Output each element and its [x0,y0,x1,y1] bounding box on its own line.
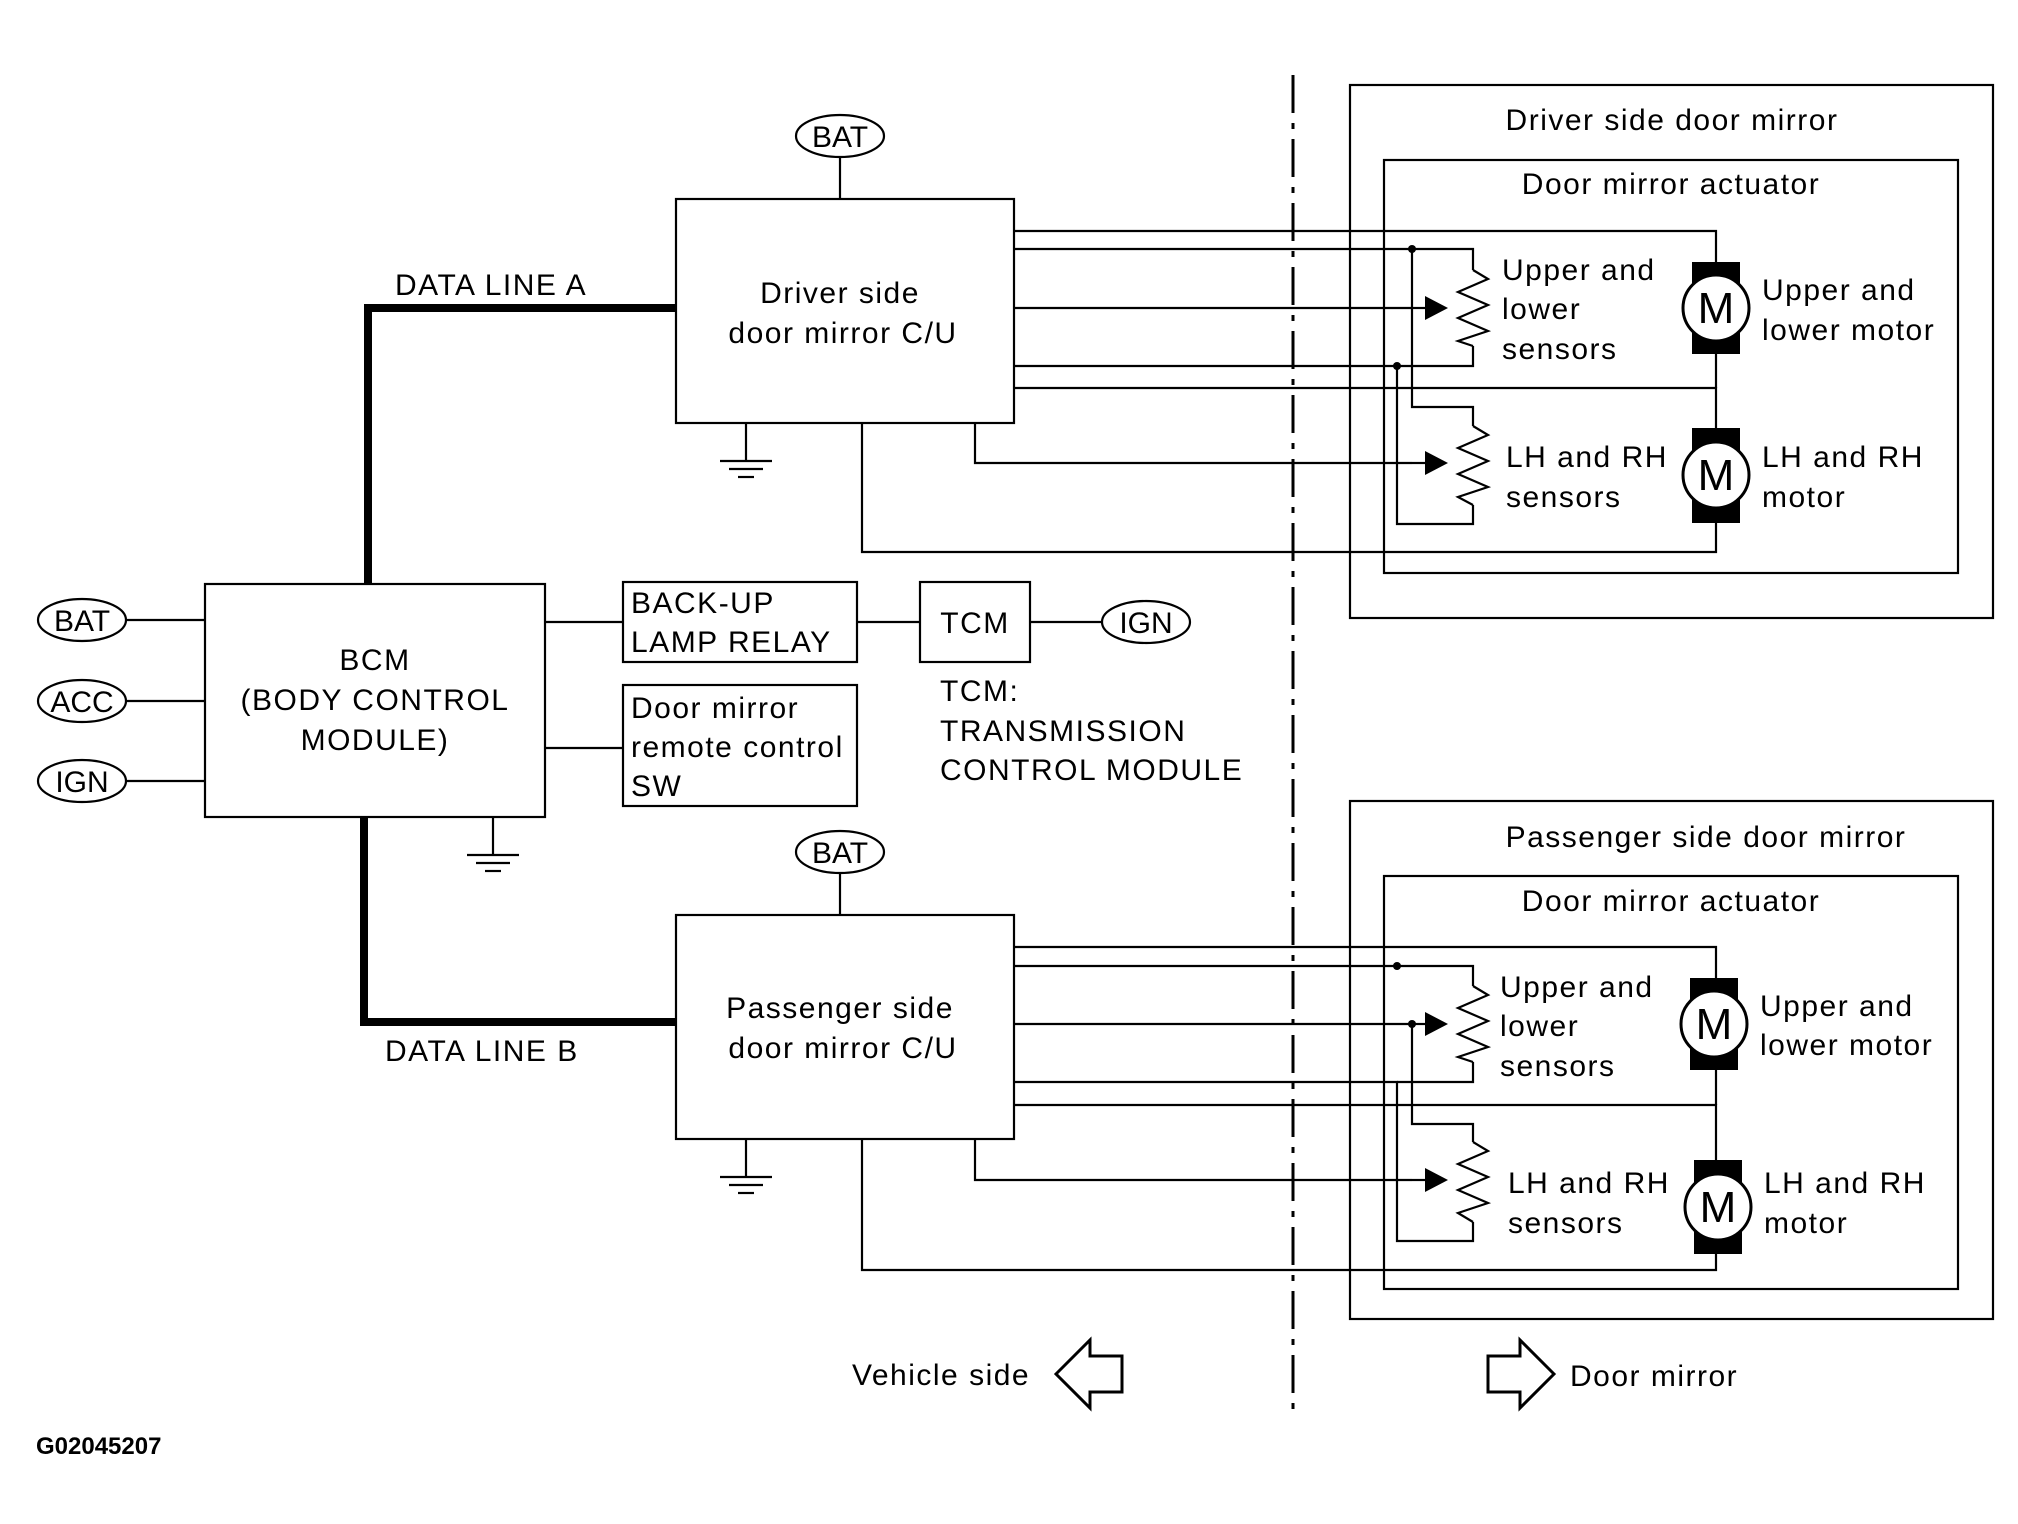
door-mirror-arrow-icon [1486,1336,1557,1412]
driver-lr-sensor-label-2: sensors [1506,481,1622,514]
tcm-label: TCM [940,607,1009,640]
bcm-ign-terminal [36,758,128,804]
passenger-ud-sensor-symbol [1412,985,1492,1064]
tcm-box [918,580,1032,664]
driver-ud-motor-label-1: Upper and [1762,274,1916,307]
data-line-b-label: DATA LINE B [385,1035,579,1068]
passenger-mirror-title: Passenger side door mirror [1506,821,1907,854]
bcm-ign-label: IGN [55,766,108,799]
passenger-lr-sensor-symbol [1412,1141,1492,1223]
passenger-lr-motor-label-1: LH and RH [1764,1167,1926,1200]
tcm-ign-label: IGN [1119,607,1172,640]
driver-cu-box [674,197,1016,425]
passenger-ud-motor-symbol: M [1679,978,1749,1070]
tcm-note-2: TRANSMISSION [940,715,1186,748]
driver-bat-label: BAT [812,121,868,154]
svg-text:M: M [1698,451,1735,500]
backup-lamp-relay-label-2: LAMP RELAY [631,626,832,659]
driver-cu-label-1: Driver side [760,277,920,310]
passenger-ud-sensor-label-2: lower [1500,1010,1579,1043]
bcm-bat-terminal [36,597,128,643]
driver-lr-sensor-label-1: LH and RH [1506,441,1668,474]
passenger-cu-label-1: Passenger side [726,992,954,1025]
driver-actuator-title: Door mirror actuator [1522,168,1820,201]
driver-ud-motor-label-2: lower motor [1762,314,1935,347]
svg-text:M: M [1698,284,1735,333]
driver-lr-sensor-symbol [1412,425,1492,506]
passenger-lr-sensor-label-1: LH and RH [1508,1167,1670,1200]
passenger-bat-label: BAT [812,837,868,870]
tcm-ign-terminal [1100,599,1192,645]
svg-text:M: M [1700,1183,1737,1232]
driver-harness [860,229,1718,554]
passenger-lr-motor-symbol: M [1683,1160,1753,1254]
driver-actuator-box [1382,158,1960,575]
passenger-ud-motor-label-2: lower motor [1760,1029,1933,1062]
passenger-ud-motor-label-1: Upper and [1760,990,1914,1023]
remote-control-sw-label-2: remote control [631,731,844,764]
data-line-a-label: DATA LINE A [395,269,587,302]
tcm-note-1: TCM: [940,675,1019,708]
tcm-note-3: CONTROL MODULE [940,754,1243,787]
passenger-lr-motor-label-2: motor [1764,1207,1848,1240]
bcm-ground-symbol [465,815,521,873]
data-line-b-wire [360,817,676,1026]
passenger-ud-sensor-label-1: Upper and [1500,971,1654,1004]
bcm-acc-terminal [36,678,128,724]
bcm-box [203,582,547,819]
passenger-cu-ground-symbol [718,1137,774,1195]
bcm-label-1: BCM [339,644,410,677]
svg-text:M: M [1696,1000,1733,1049]
passenger-ud-sensor-label-3: sensors [1500,1050,1616,1083]
driver-mirror-title: Driver side door mirror [1506,104,1839,137]
remote-control-sw-label-1: Door mirror [631,692,799,725]
remote-control-sw-label-3: SW [631,770,682,803]
figure-code: G02045207 [36,1433,161,1460]
driver-ud-sensor-label-3: sensors [1502,333,1618,366]
vehicle-side-arrow-icon [1053,1336,1124,1412]
driver-lr-motor-label-2: motor [1762,481,1846,514]
driver-lr-motor-symbol: M [1681,428,1751,523]
driver-cu-label-2: door mirror C/U [728,317,957,350]
passenger-actuator-box [1382,874,1960,1291]
door-mirror-label: Door mirror [1570,1360,1738,1393]
passenger-cu-label-2: door mirror C/U [728,1032,957,1065]
backup-lamp-relay-label-1: BACK-UP [631,587,775,620]
bcm-label-3: MODULE) [301,724,450,757]
driver-ud-sensor-label-2: lower [1502,293,1581,326]
data-line-a-wire [364,304,676,584]
passenger-cu-box [674,913,1016,1141]
passenger-lr-sensor-label-2: sensors [1508,1207,1624,1240]
bcm-bat-label: BAT [54,605,110,638]
driver-lr-motor-label-1: LH and RH [1762,441,1924,474]
driver-cu-ground-symbol [718,421,774,479]
vehicle-side-label: Vehicle side [852,1359,1030,1392]
driver-ud-sensor-label-1: Upper and [1502,254,1656,287]
driver-ud-motor-symbol: M [1681,262,1751,354]
passenger-harness [860,945,1718,1272]
driver-ud-sensor-symbol [1412,269,1492,348]
bcm-label-2: (BODY CONTROL [241,684,510,717]
remote-control-sw-box [621,683,859,808]
passenger-actuator-title: Door mirror actuator [1522,885,1820,918]
bcm-acc-label: ACC [50,686,113,719]
